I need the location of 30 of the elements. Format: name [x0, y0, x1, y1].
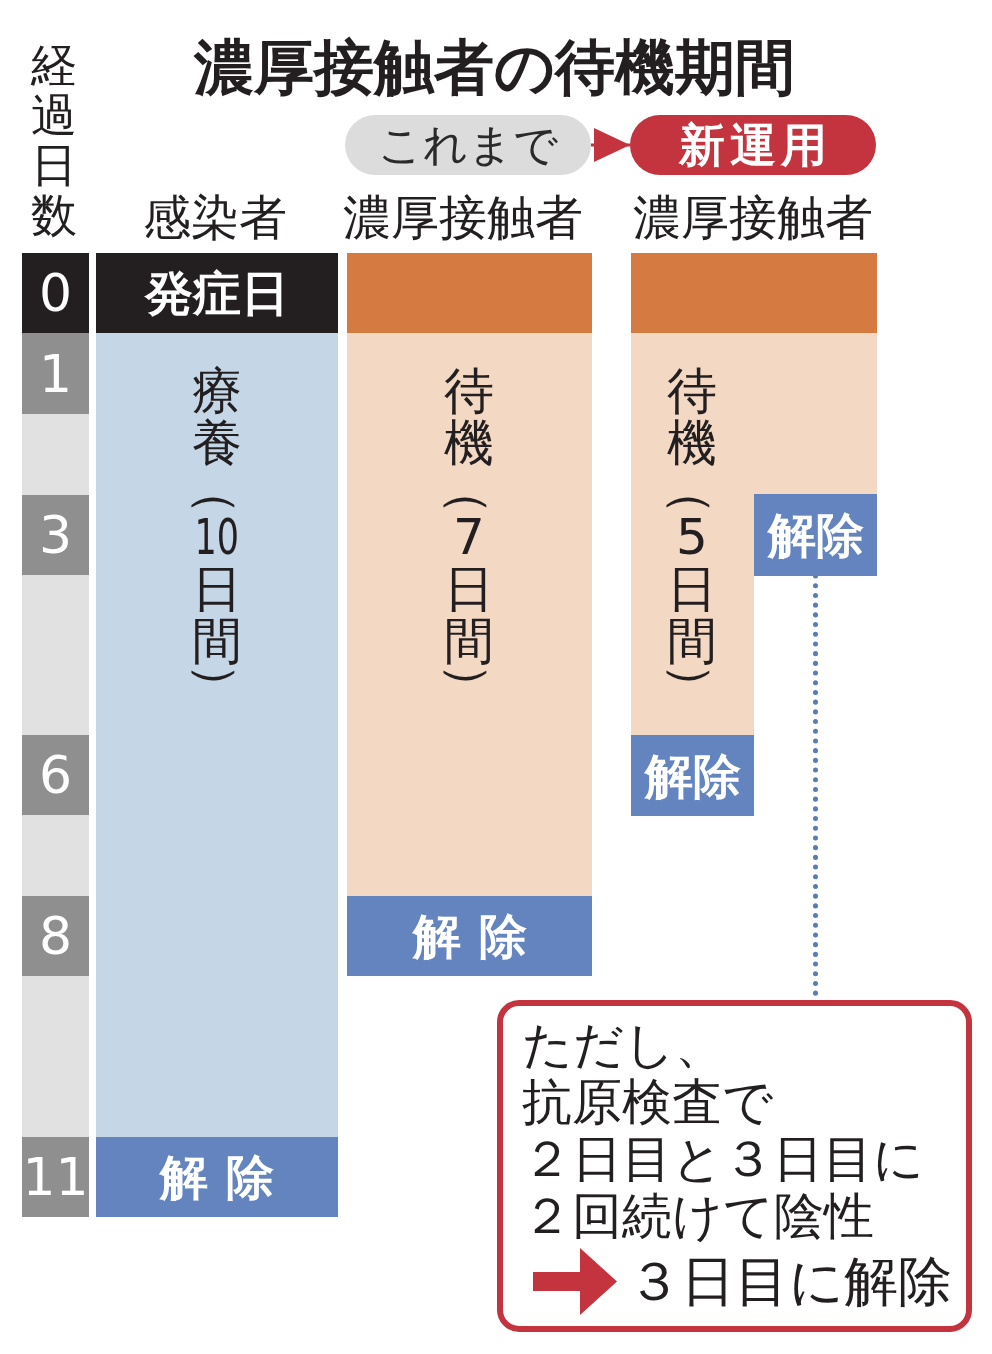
day-cell [22, 575, 89, 735]
note-text: ただし、抗原検査で２日目と３日目に２回続けて陰性 [522, 1017, 925, 1245]
pill-label: これまで [345, 115, 591, 175]
title: 濃厚接触者の待機期間 [193, 31, 795, 103]
arrow [591, 128, 630, 162]
day-cell: 11 [22, 1137, 89, 1217]
release-bar: 解除 [96, 1137, 338, 1217]
period-bar: 療養（10日間） [96, 333, 338, 1137]
day-cell: 6 [22, 735, 89, 815]
day-cell [22, 815, 89, 896]
note-box [497, 1000, 972, 1332]
release-bar: 解除 [631, 735, 754, 816]
column-header: 感染者 [143, 189, 287, 247]
release-bar: 解除 [347, 896, 592, 976]
onset-bar [631, 253, 877, 333]
column-header: 濃厚接触者 [633, 189, 873, 247]
column-header: 濃厚接触者 [343, 189, 583, 247]
period-bar: 待機（7日間） [347, 333, 592, 896]
day-cell: 3 [22, 495, 89, 575]
pill-label: 新運用 [630, 115, 876, 175]
day-cell [22, 414, 89, 495]
onset-bar [347, 253, 592, 333]
conclusion-text: ３日目に解除 [627, 1252, 952, 1312]
day-cell: 0 [22, 253, 89, 333]
day-cell [22, 976, 89, 1137]
day-cell: 1 [22, 333, 89, 414]
day-cell: 8 [22, 896, 89, 976]
axis-label: 経過日数 [30, 40, 78, 240]
onset-bar: 発症日 [96, 253, 338, 333]
release-bar: 解除 [754, 494, 877, 576]
